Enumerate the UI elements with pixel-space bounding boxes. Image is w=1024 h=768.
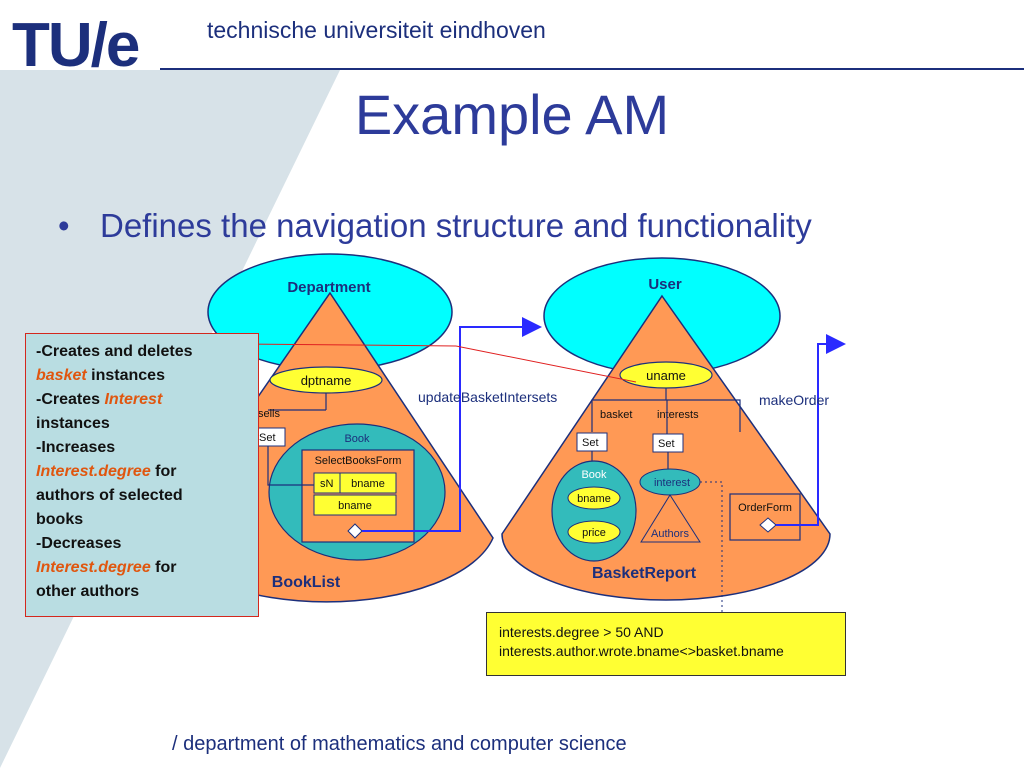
note-pointer-line-2 xyxy=(455,345,637,383)
relations-bar xyxy=(591,399,741,432)
interests-label: interests xyxy=(657,409,699,421)
note-dash-9: - xyxy=(36,535,42,552)
note-text-6: for xyxy=(150,463,177,480)
left-set-label: Set xyxy=(259,432,276,444)
header-divider xyxy=(160,68,1024,70)
make-order-label: makeOrder xyxy=(759,392,829,408)
basket-label: basket xyxy=(600,409,632,421)
note-text-3: Creates xyxy=(41,391,105,408)
authors-label: Authors xyxy=(651,528,689,540)
user-basketreport-group: User uname basket interests Set Set Book… xyxy=(501,257,831,601)
basket-book-label: Book xyxy=(581,469,607,481)
note-line-6: Interest.degree for xyxy=(36,460,258,484)
department-label: Department xyxy=(287,279,370,296)
condition-line-1: interests.degree > 50 AND xyxy=(499,624,664,640)
bullet-text: Defines the navigation structure and fun… xyxy=(100,207,812,244)
slide-title: Example AM xyxy=(354,83,670,146)
note-line-1: -Creates and deletes xyxy=(36,340,258,364)
note-line-10: Interest.degree for xyxy=(36,556,258,580)
selectbooksform-label: SelectBooksForm xyxy=(315,455,402,467)
note-text-1: Creates and deletes xyxy=(41,343,193,360)
bullet-point: • Defines the navigation structure and fu… xyxy=(58,207,812,245)
basket-price-attr xyxy=(567,520,621,544)
booklist-label: BookList xyxy=(272,574,341,591)
bname-label-2: bname xyxy=(338,500,372,512)
bullet-glyph: • xyxy=(58,207,70,244)
note-line-2: basket instances xyxy=(36,364,258,388)
logo-slash: / xyxy=(90,11,108,80)
note-dash-1: - xyxy=(36,343,42,360)
basketreport-label: BasketReport xyxy=(592,565,697,582)
note-line-8: books xyxy=(36,511,84,528)
basket-bname-label: bname xyxy=(577,493,611,505)
sells-label: sells xyxy=(258,408,281,420)
update-basket-label: updateBasketIntersets xyxy=(418,389,557,405)
note-text-2: instances xyxy=(86,367,165,384)
note-em-6: Interest.degree xyxy=(36,463,151,480)
right-set-label-2: Set xyxy=(658,438,675,450)
logo-tu: TU xyxy=(12,11,93,80)
note-text-5: Increases xyxy=(41,439,116,456)
note-line-3: -Creates Interest xyxy=(36,388,258,412)
right-set-label-1: Set xyxy=(582,437,599,449)
sn-label: sN xyxy=(320,478,334,490)
note-dash-5: - xyxy=(36,439,42,456)
tue-logo: TU/e xyxy=(12,10,141,81)
university-name: technische universiteit eindhoven xyxy=(207,17,546,43)
note-text-10: for xyxy=(150,559,177,576)
note-em-10: Interest.degree xyxy=(36,559,151,576)
note-text-9: Decreases xyxy=(41,535,122,552)
note-line-7: authors of selected xyxy=(36,487,183,504)
note-em-3: Interest xyxy=(104,391,163,408)
annotation-note: -Creates and deletes basket instances -C… xyxy=(25,333,259,617)
make-order-link xyxy=(776,334,846,526)
orderform-box xyxy=(729,493,801,541)
note-dash-3: - xyxy=(36,391,42,408)
orderform-label: OrderForm xyxy=(738,502,792,514)
orderform-diamond xyxy=(759,517,777,533)
note-line-9: -Decreases xyxy=(36,532,258,556)
bname-label-1: bname xyxy=(351,478,385,490)
user-label: User xyxy=(648,276,682,293)
note-line-5: -Increases xyxy=(36,436,258,460)
update-basket-link xyxy=(362,317,542,532)
note-line-4: instances xyxy=(36,415,110,432)
logo-e: e xyxy=(105,11,141,80)
note-em-2: basket xyxy=(36,367,87,384)
authors-triangle xyxy=(640,494,701,543)
condition-line-2: interests.author.wrote.bname<>basket.bna… xyxy=(499,643,784,659)
note-line-11: other authors xyxy=(36,583,140,600)
interest-label: interest xyxy=(654,477,690,489)
set-to-sn-connector xyxy=(267,446,314,486)
footer-department: / department of mathematics and computer… xyxy=(172,733,627,755)
book-label: Book xyxy=(344,433,370,445)
form-submit-diamond xyxy=(347,523,363,539)
basket-price-label: price xyxy=(582,527,606,539)
uname-label: uname xyxy=(646,368,686,383)
note-pointer-line-1 xyxy=(246,343,457,347)
dptname-label: dptname xyxy=(301,373,352,388)
condition-dotted-link xyxy=(700,481,723,612)
bname-field-2 xyxy=(313,494,397,516)
basket-bname-attr xyxy=(567,486,621,510)
bname-field-1 xyxy=(339,472,397,494)
condition-box: interests.degree > 50 AND interests.auth… xyxy=(486,612,846,676)
